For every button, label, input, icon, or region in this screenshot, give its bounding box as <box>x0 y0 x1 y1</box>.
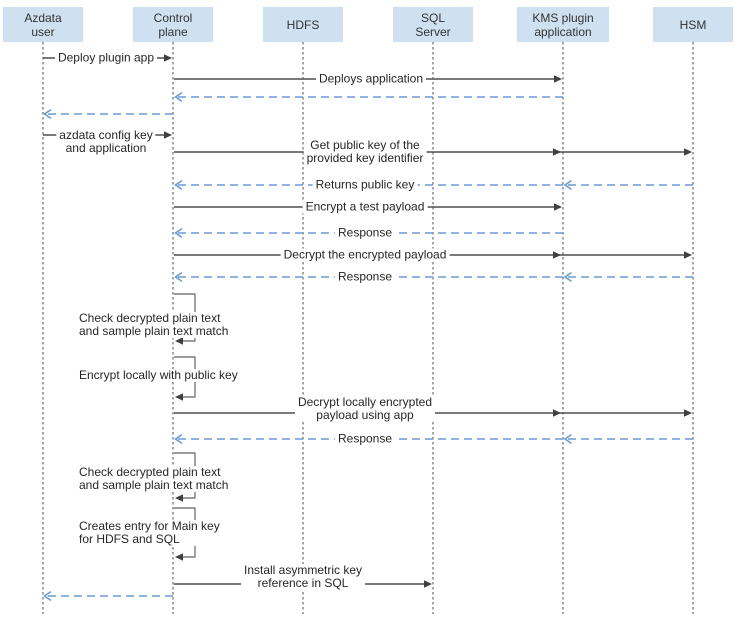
return-arrow-response-1 <box>174 227 563 239</box>
message-label-response-2: Response <box>334 270 396 284</box>
message-label-response-1: Response <box>334 226 396 240</box>
message-label-response-3: Response <box>334 432 396 446</box>
actor-hdfs: HDFS <box>263 7 343 42</box>
return-arrow-returns-public-key <box>174 179 693 191</box>
loop-label-encrypt-locally: Encrypt locally with public key <box>77 368 240 382</box>
message-label-decrypt-encrypted-payload: Decrypt the encrypted payload <box>280 248 450 262</box>
message-label-deploy-plugin-app: Deploy plugin app <box>54 51 158 65</box>
loop-label-check-match-1: Check decrypted plain text and sample pl… <box>77 311 231 338</box>
actor-control-plane: Control plane <box>133 7 213 42</box>
message-label-deploys-application: Deploys application <box>315 72 427 86</box>
return-arrow-response-2 <box>174 271 693 283</box>
message-arrow-get-public-key <box>174 148 692 156</box>
return-arrow-kms-to-control-plane <box>174 91 563 103</box>
message-label-encrypt-test-payload: Encrypt a test payload <box>302 200 428 214</box>
message-label-install-asymmetric-key: Install asymmetric key reference in SQL <box>240 564 366 590</box>
actor-kms-plugin-application: KMS plugin application <box>517 7 609 42</box>
message-label-decrypt-locally-encrypted: Decrypt locally encrypted payload using … <box>294 396 436 422</box>
loop-label-creates-main-key-entry: Creates entry for Main key for HDFS and … <box>77 519 222 546</box>
message-label-get-public-key: Get public key of the provided key ident… <box>303 139 427 165</box>
loop-label-check-match-2: Check decrypted plain text and sample pl… <box>77 465 231 492</box>
actor-azdata-user: Azdata user <box>3 7 83 42</box>
message-label-azdata-config-key: azdata config key and application <box>56 129 156 155</box>
actor-hsm: HSM <box>653 7 733 42</box>
return-arrow-control-plane-to-azdata-user <box>43 108 173 120</box>
return-arrow-final-to-azdata-user <box>43 590 173 602</box>
return-arrow-response-3 <box>174 433 693 445</box>
actor-sql-server: SQL Server <box>393 7 473 42</box>
message-label-returns-public-key: Returns public key <box>312 178 418 192</box>
